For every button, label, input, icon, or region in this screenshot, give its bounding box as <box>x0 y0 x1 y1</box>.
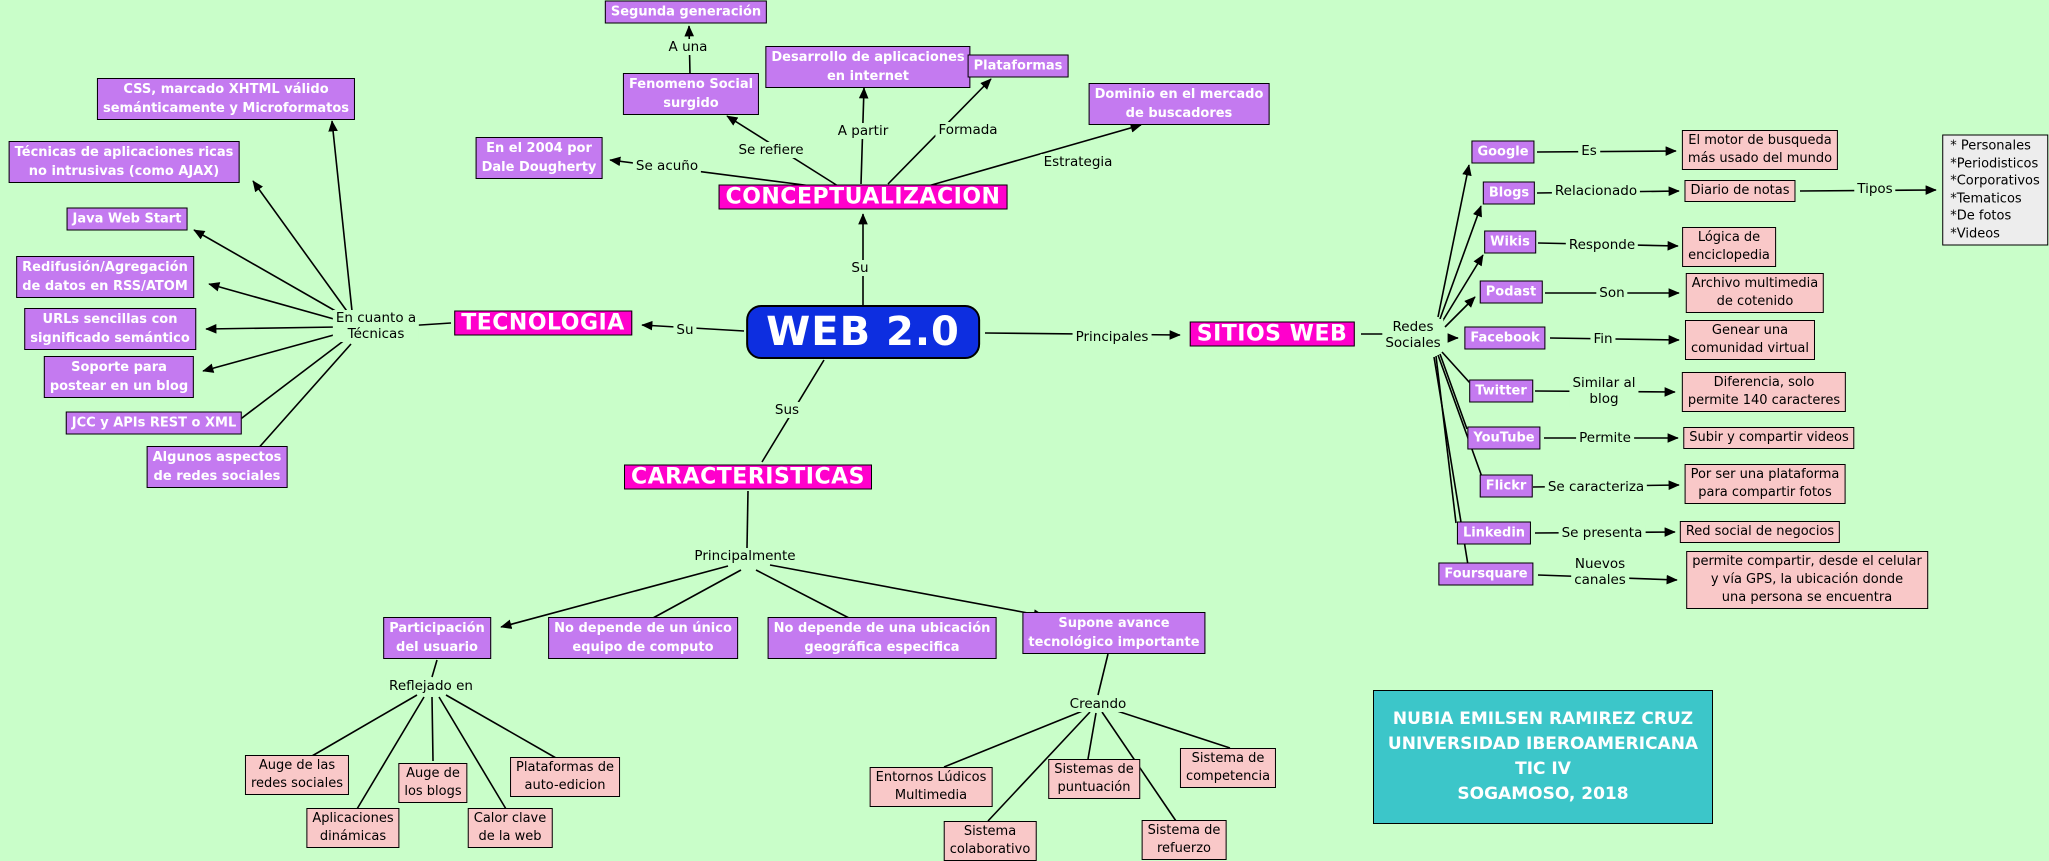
node-calor-clave[interactable]: Calor clave de la web <box>467 808 553 848</box>
node-tecnologia[interactable]: TECNOLOGIA <box>454 310 632 336</box>
node-twitter[interactable]: Twitter <box>1469 379 1533 403</box>
node-auge-blogs[interactable]: Auge de los blogs <box>398 763 468 803</box>
node-java-web-start[interactable]: Java Web Start <box>66 207 188 231</box>
label-sus[interactable]: Sus <box>771 402 803 418</box>
node-web20[interactable]: WEB 2.0 <box>746 305 980 359</box>
node-plataformas[interactable]: Plataformas <box>967 54 1069 78</box>
node-participacion-usuario[interactable]: Participación del usuario <box>383 617 491 659</box>
label-redes-sociales[interactable]: Redes Sociales <box>1382 319 1444 351</box>
node-conceptualizacion[interactable]: CONCEPTUALIZACION <box>718 184 1008 210</box>
node-flickr[interactable]: Flickr <box>1479 474 1533 498</box>
node-genear-comunidad[interactable]: Genear una comunidad virtual <box>1684 320 1816 360</box>
label-son[interactable]: Son <box>1596 285 1628 301</box>
node-caracteristicas[interactable]: CARACTERISTICAS <box>624 464 872 490</box>
label-permite[interactable]: Permite <box>1576 430 1634 446</box>
node-en-el-2004[interactable]: En el 2004 por Dale Dougherty <box>475 137 603 179</box>
label-su-left[interactable]: Su <box>673 322 697 338</box>
node-plataforma-fotos[interactable]: Por ser una plataforma para compartir fo… <box>1684 464 1846 504</box>
node-sistemas-puntuacion[interactable]: Sistemas de puntuación <box>1048 759 1140 799</box>
node-sistema-refuerzo[interactable]: Sistema de refuerzo <box>1141 820 1227 860</box>
node-youtube[interactable]: YouTube <box>1467 426 1541 450</box>
node-redifusion-rss[interactable]: Redifusión/Agregación de datos en RSS/AT… <box>16 256 194 298</box>
node-urls-semantico[interactable]: URLs sencillas con significado semántico <box>24 308 196 350</box>
node-plataformas-autoedicion[interactable]: Plataformas de auto-edicion <box>510 757 620 797</box>
node-no-depende-equipo[interactable]: No depende de un único equipo de computo <box>548 617 738 659</box>
node-tecnicas-ajax[interactable]: Técnicas de aplicaciones ricas no intrus… <box>8 141 240 183</box>
label-principalmente[interactable]: Principalmente <box>691 548 799 564</box>
node-archivo-multimedia[interactable]: Archivo multimedia de cotenido <box>1685 273 1825 313</box>
label-es[interactable]: Es <box>1578 143 1600 159</box>
node-soporte-blog[interactable]: Soporte para postear en un blog <box>43 356 195 398</box>
label-responde[interactable]: Responde <box>1565 237 1639 253</box>
label-nuevos-canales[interactable]: Nuevos canales <box>1571 556 1629 588</box>
label-estrategia[interactable]: Estrategia <box>1040 154 1116 170</box>
label-formada[interactable]: Formada <box>935 122 1001 138</box>
node-google[interactable]: Google <box>1471 140 1535 164</box>
node-sistema-competencia[interactable]: Sistema de competencia <box>1179 748 1277 788</box>
label-se-refiere[interactable]: Se refiere <box>735 142 807 158</box>
node-linkedin[interactable]: Linkedin <box>1456 521 1532 545</box>
node-tipos-list[interactable]: * Personales *Periodisticos *Corporativo… <box>1942 134 2048 246</box>
node-logica-enciclopedia[interactable]: Lógica de enciclopedia <box>1682 227 1776 267</box>
label-en-cuanto-tecnicas[interactable]: En cuanto a Técnicas <box>332 310 420 342</box>
label-principales[interactable]: Principales <box>1072 329 1152 345</box>
label-se-caracteriza[interactable]: Se caracteriza <box>1544 479 1648 495</box>
node-podast[interactable]: Podast <box>1479 280 1543 304</box>
node-facebook[interactable]: Facebook <box>1464 326 1546 350</box>
node-motor-busqueda[interactable]: El motor de busqueda más usado del mundo <box>1681 130 1839 170</box>
label-relacionado[interactable]: Relacionado <box>1551 183 1641 199</box>
label-reflejado-en[interactable]: Reflejado en <box>386 678 476 694</box>
node-desarrollo-aplicaciones[interactable]: Desarrollo de aplicaciones en internet <box>765 46 971 88</box>
node-subir-videos[interactable]: Subir y compartir videos <box>1683 427 1855 449</box>
credits-box: NUBIA EMILSEN RAMIREZ CRUZ UNIVERSIDAD I… <box>1373 690 1713 824</box>
node-entornos-ludicos[interactable]: Entornos Lúdicos Multimedia <box>869 767 993 807</box>
node-jcc-apis[interactable]: JCC y APIs REST o XML <box>65 411 243 435</box>
node-css-xhtml[interactable]: CSS, marcado XHTML válido semánticamente… <box>96 78 356 120</box>
node-supone-avance[interactable]: Supone avance tecnológico importante <box>1022 612 1206 654</box>
node-no-depende-ubicacion[interactable]: No depende de una ubicación geográfica e… <box>767 617 997 659</box>
node-wikis[interactable]: Wikis <box>1484 230 1536 254</box>
label-fin[interactable]: Fin <box>1590 331 1616 347</box>
label-a-una[interactable]: A una <box>665 39 711 55</box>
node-aplicaciones-dinamicas[interactable]: Aplicaciones dinámicas <box>306 808 400 848</box>
node-sistema-colaborativo[interactable]: Sistema colaborativo <box>943 821 1037 861</box>
label-similar-al-blog[interactable]: Similar al blog <box>1569 375 1639 407</box>
label-su-top[interactable]: Su <box>848 260 872 276</box>
node-blogs[interactable]: Blogs <box>1482 181 1536 205</box>
node-diferencia-140[interactable]: Diferencia, solo permite 140 caracteres <box>1681 372 1847 412</box>
node-fenomeno-social[interactable]: Fenomeno Social surgido <box>622 73 760 115</box>
label-a-partir[interactable]: A partir <box>834 123 892 139</box>
node-algunos-redes[interactable]: Algunos aspectos de redes sociales <box>146 446 288 488</box>
node-foursquare[interactable]: Foursquare <box>1438 562 1534 586</box>
node-auge-redes[interactable]: Auge de las redes sociales <box>244 755 350 795</box>
node-permite-compartir-gps[interactable]: permite compartir, desde el celular y ví… <box>1686 551 1928 609</box>
node-segunda-generacion[interactable]: Segunda generación <box>604 0 768 24</box>
node-diario-notas[interactable]: Diario de notas <box>1684 180 1796 202</box>
label-se-presenta[interactable]: Se presenta <box>1558 525 1646 541</box>
node-sitios-web[interactable]: SITIOS WEB <box>1189 321 1355 347</box>
node-red-social-negocios[interactable]: Red social de negocios <box>1679 521 1841 543</box>
label-tipos[interactable]: Tipos <box>1854 181 1896 197</box>
node-dominio-buscadores[interactable]: Dominio en el mercado de buscadores <box>1088 83 1270 125</box>
label-se-acuno[interactable]: Se acuño <box>632 158 702 174</box>
label-creando[interactable]: Creando <box>1066 696 1130 712</box>
